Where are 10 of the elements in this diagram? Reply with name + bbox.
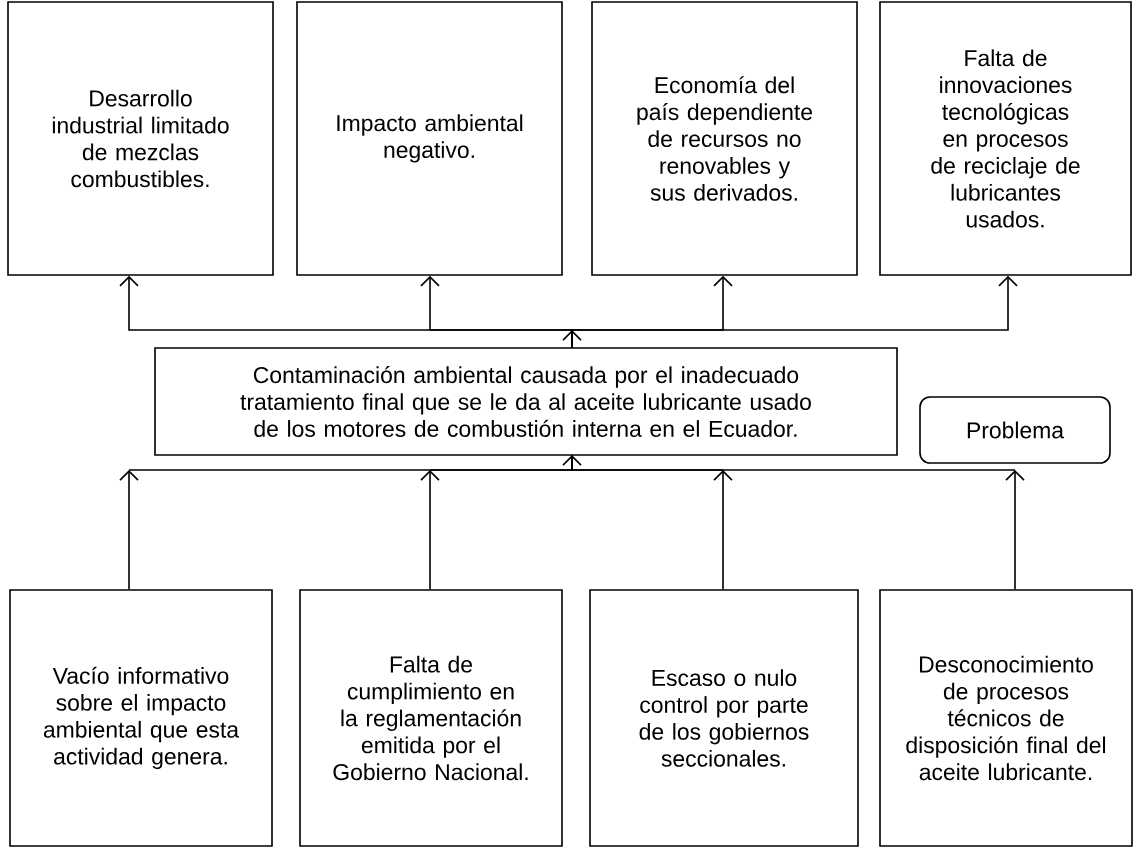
effect-box: Desarrollo industrial limitado de mezclas combustibles. bbox=[7, 1, 274, 276]
problem-box: Contaminación ambiental causada por el inadecuado tratamiento final que se le da al aceite lubricante usado de los motores de combustión interna en el Ecuador. bbox=[154, 347, 898, 456]
effect-box: Impacto ambiental negativo. bbox=[296, 1, 563, 276]
cause-box: Vacío informativo sobre el impacto ambiental que esta actividad genera. bbox=[9, 589, 273, 847]
cause-box: Escaso o nulo control por parte de los gobiernos seccionales. bbox=[589, 589, 859, 847]
effect-box: Economía del país dependiente de recursos no renovables y sus derivados. bbox=[591, 1, 858, 276]
problem-tag: Problema bbox=[919, 396, 1111, 464]
cause-box: Desconocimiento de procesos técnicos de disposición final del aceite lubricante. bbox=[879, 589, 1133, 847]
cause-box: Falta de cumplimiento en la reglamentación emitida por el Gobierno Nacional. bbox=[299, 589, 563, 847]
effect-box: Falta de innovaciones tecnológicas en procesos de reciclaje de lubricantes usados. bbox=[879, 1, 1132, 276]
